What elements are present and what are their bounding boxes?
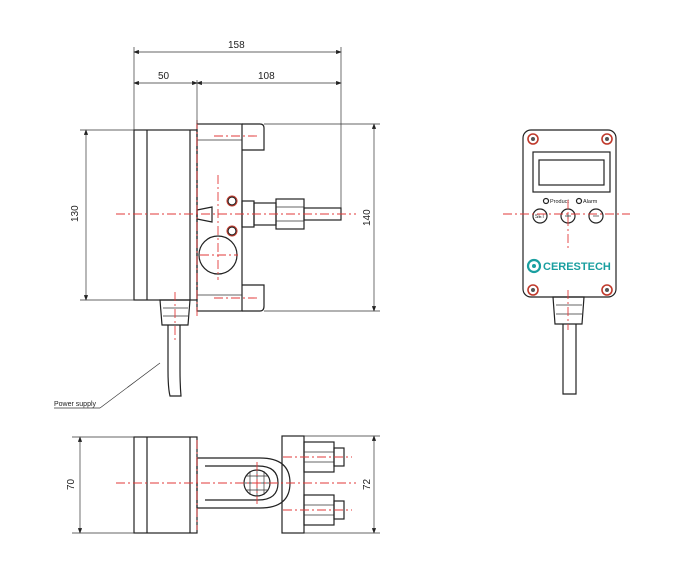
dim-158: 158 (228, 40, 245, 51)
led-alarm (575, 197, 583, 205)
dim-140: 140 (362, 209, 373, 226)
housing-top (133, 436, 198, 534)
cerestech-logo: CERESTECH (526, 258, 611, 274)
label-alarm: Alarm (583, 199, 598, 205)
dim-130: 130 (70, 205, 81, 222)
brand-name: CERESTECH (543, 261, 611, 273)
upper-bolt (242, 123, 265, 151)
flange-plate (281, 435, 305, 534)
top-view (133, 435, 345, 534)
label-product: Product (550, 199, 569, 205)
front-view: Product Alarm SET CERESTECH (522, 129, 617, 395)
dim-108: 108 (258, 71, 275, 82)
led-product (542, 197, 550, 205)
display-frame (532, 151, 611, 193)
housing-body (133, 129, 198, 301)
clamp-block (196, 123, 243, 312)
set-button (532, 208, 548, 224)
dim-70: 70 (66, 478, 77, 490)
down-button (588, 208, 604, 224)
dim-72: 72 (362, 478, 373, 490)
side-view (133, 123, 342, 397)
dimension-lines-top (133, 47, 342, 208)
power-supply-label: Power supply (54, 401, 97, 408)
display-screen (538, 159, 605, 186)
dim-50: 50 (158, 71, 170, 82)
svg-text:SET: SET (535, 214, 545, 220)
cable-gland (159, 299, 191, 326)
lower-bolt (242, 284, 265, 312)
